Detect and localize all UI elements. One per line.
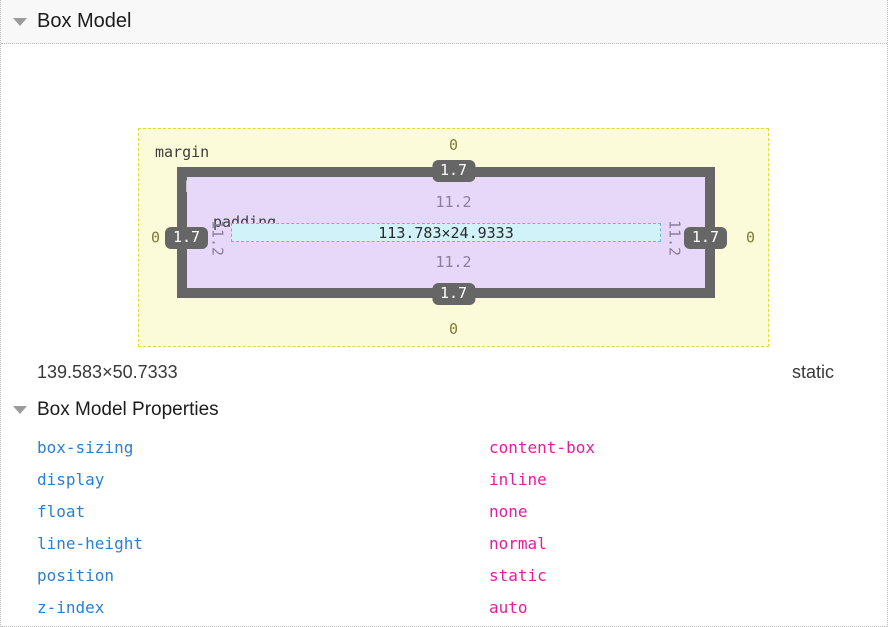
content-region[interactable]: 113.783×24.9333 (231, 223, 661, 242)
content-size-label: 113.783×24.9333 (378, 223, 514, 242)
property-name: z-index (37, 597, 105, 617)
box-model-properties-list: box-sizing content-box display inline float n… (1, 431, 887, 623)
property-row[interactable]: display inline (1, 463, 887, 495)
margin-region-label: margin (155, 143, 210, 161)
margin-left-value[interactable]: 0 (151, 228, 161, 246)
padding-left-value[interactable]: 11.2 (208, 219, 227, 256)
triangle-down-icon[interactable] (13, 17, 27, 26)
padding-region[interactable]: padding 113.783×24.9333 (187, 177, 705, 288)
property-name: float (37, 501, 86, 521)
property-name: position (37, 565, 115, 585)
margin-right-value[interactable]: 0 (745, 228, 755, 246)
border-top-value[interactable]: 1.7 (431, 160, 476, 182)
property-value: none (489, 501, 528, 521)
property-value: normal (489, 533, 547, 553)
box-model-properties-title: Box Model Properties (37, 399, 219, 420)
property-name: display (37, 469, 105, 489)
page-title: Box Model (37, 10, 132, 32)
box-model-properties-header[interactable]: Box Model Properties (1, 395, 887, 425)
margin-bottom-value[interactable]: 0 (448, 320, 459, 338)
border-left-value[interactable]: 1.7 (165, 226, 209, 249)
box-model-panel-header[interactable]: Box Model (1, 0, 887, 44)
property-value: auto (489, 597, 528, 617)
padding-top-value[interactable]: 11.2 (435, 193, 472, 211)
box-model-diagram-wrap: margin 0 0 0 0 border padding 113.783×24… (1, 44, 887, 347)
box-model-diagram: margin 0 0 0 0 border padding 113.783×24… (138, 128, 769, 347)
property-row[interactable]: line-height normal (1, 527, 887, 559)
property-row[interactable]: float none (1, 495, 887, 527)
triangle-down-icon[interactable] (13, 406, 27, 414)
border-region[interactable]: border padding 113.783×24.9333 (177, 167, 715, 298)
property-row[interactable]: position static (1, 559, 887, 591)
box-model-summary: 139.583×50.7333 static (1, 355, 887, 389)
property-value: inline (489, 469, 547, 489)
property-value: content-box (489, 437, 595, 457)
border-bottom-value[interactable]: 1.7 (431, 283, 476, 305)
property-row[interactable]: box-sizing content-box (1, 431, 887, 463)
property-value: static (489, 565, 547, 585)
property-name: box-sizing (37, 437, 134, 457)
padding-right-value[interactable]: 11.2 (665, 219, 684, 256)
element-size-label: 139.583×50.7333 (37, 361, 178, 382)
margin-region[interactable]: margin 0 0 0 0 border padding 113.783×24… (138, 128, 769, 347)
border-right-value[interactable]: 1.7 (683, 226, 727, 249)
margin-top-value[interactable]: 0 (448, 136, 459, 154)
padding-bottom-value[interactable]: 11.2 (435, 253, 472, 271)
box-model-properties-section: Box Model Properties box-sizing content-b… (1, 395, 887, 627)
property-row[interactable]: z-index auto (1, 591, 887, 623)
property-name: line-height (37, 533, 143, 553)
element-position-label: static (791, 361, 834, 382)
